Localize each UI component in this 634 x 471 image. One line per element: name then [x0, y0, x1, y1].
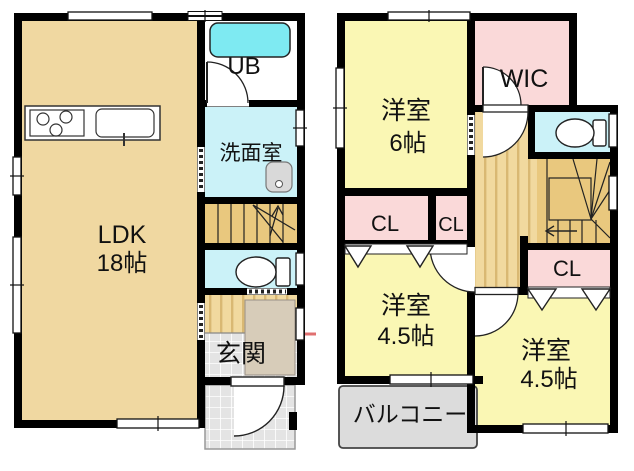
label-entrance: 玄関: [216, 340, 266, 368]
label-closet3: CL: [553, 256, 581, 281]
window-left-bedroom6: [333, 67, 347, 149]
front-door-swing: [234, 386, 284, 436]
ldk-hall-slide-door: [197, 303, 205, 340]
label-bedroom45a: 洋室: [381, 292, 431, 320]
floor-plan-2f: 洋室 6帖 WIC CL CL CL 洋室 4.5帖 洋室 4.5帖 バルコニー: [333, 10, 618, 449]
vanity-sink-icon: [265, 161, 293, 193]
ub-door-gap: [207, 100, 249, 107]
hall-2f-lower: [475, 243, 520, 287]
stairs-1f: [205, 204, 297, 243]
window-top-bedroom6: [387, 10, 471, 22]
toilet-icon-2f: [555, 118, 607, 148]
window-bottom-ldk: [116, 416, 200, 431]
label-bedroom6: 洋室: [381, 97, 431, 125]
window-bottom-bedroom45b: [522, 421, 609, 436]
bedroom45b-door-leaf: [474, 286, 519, 296]
front-door-leaf: [230, 376, 285, 387]
bedroom45b-door-swing: [475, 293, 518, 336]
window-stairs-2f: [608, 175, 618, 211]
doors-2f: [429, 66, 529, 337]
kitchen-counter: [24, 105, 161, 146]
label-bedroom45b-size: 4.5帖: [520, 366, 577, 393]
balcony: [338, 385, 478, 449]
window-left-2: [10, 236, 24, 334]
closet-door-symbols: [343, 243, 612, 312]
bedroom45a-door-swing: [430, 247, 475, 292]
wic-door-swing: [483, 67, 521, 105]
toilet-icon-1f: [235, 256, 291, 288]
windows-2f: [333, 10, 618, 436]
label-bedroom45a-size: 4.5帖: [377, 323, 434, 350]
bathtub-icon: [209, 22, 291, 58]
label-ub: UB: [227, 53, 260, 80]
label-closet2: CL: [438, 214, 464, 236]
window-ub-top: [187, 10, 223, 22]
label-closet1: CL: [371, 211, 399, 236]
porch-step-post: [289, 412, 297, 430]
label-ldk: LDK: [98, 221, 147, 249]
ub-door-swing: [207, 62, 248, 103]
window-balcony: [389, 372, 474, 387]
floor-plan-1f: LDK 18帖 UB 洗面室 玄関: [10, 10, 316, 450]
doors-1f: [197, 61, 287, 437]
window-left-1: [10, 156, 24, 196]
kitchen-sink-icon: [95, 108, 155, 146]
stair-direction-arrow-1f: [252, 204, 296, 243]
label-bedroom6-size: 6帖: [389, 130, 426, 157]
window-toilet-right: [295, 252, 305, 286]
label-washroom: 洗面室: [220, 142, 283, 165]
stove-icon: [29, 109, 85, 137]
shoe-cabinet: [244, 299, 296, 376]
stair-treads-2f: [546, 158, 611, 243]
window-entrance-right: [295, 307, 305, 341]
room-ldk: [22, 21, 197, 420]
window-toilet-2f: [608, 113, 618, 148]
label-bedroom45b: 洋室: [521, 337, 571, 365]
window-washroom-right: [293, 109, 307, 147]
label-wic: WIC: [500, 65, 549, 93]
hall-door-leaf: [482, 104, 529, 113]
hall-door-swing: [483, 112, 528, 157]
windows-1f: [10, 10, 307, 431]
room-closet2: [436, 196, 467, 240]
room-bedroom6: [345, 21, 467, 188]
room-closet1: [345, 196, 428, 240]
label-balcony: バルコニー: [353, 401, 468, 427]
room-closet3: [528, 250, 610, 287]
entrance-marker: [305, 332, 316, 336]
stair-direction-arrow-2f: [544, 225, 577, 237]
label-ldk-size: 18帖: [97, 250, 148, 277]
